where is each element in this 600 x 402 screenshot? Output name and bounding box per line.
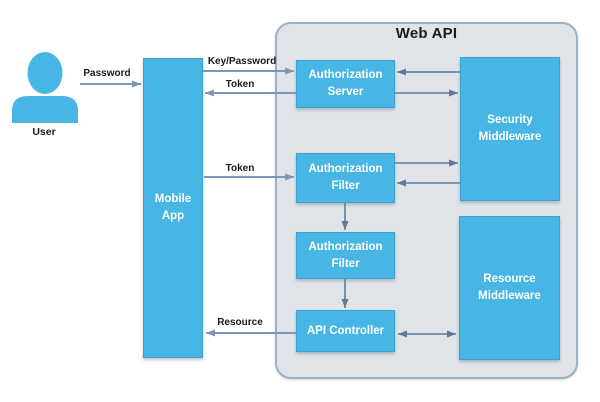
resource-middleware-node: Resource Middleware [459, 216, 560, 360]
person-icon [12, 52, 78, 123]
mobile-app-node: Mobile App [143, 58, 203, 358]
security-middleware-label: Security Middleware [478, 114, 542, 143]
authorization-server-label: Authorization Server [308, 69, 383, 98]
authorization-filter-top-label: Authorization Filter [308, 163, 383, 192]
api-controller-label: API Controller [306, 324, 385, 337]
mobile-app-label: Mobile App [154, 193, 192, 222]
authorization-server-node: Authorization Server [296, 60, 395, 108]
user-label: User [32, 126, 56, 138]
resource-middleware-label: Resource Middleware [478, 273, 541, 302]
key-password-label: Key/Password [207, 56, 277, 67]
resource-label: Resource [217, 317, 263, 328]
security-middleware-node: Security Middleware [460, 57, 560, 201]
authorization-filter-bottom-label: Authorization Filter [308, 240, 383, 270]
authorization-filter-top-node: Authorization Filter [296, 153, 395, 203]
password-label: Password [83, 68, 131, 79]
token-top-label: Token [225, 79, 255, 90]
web-api-title: Web API [395, 25, 458, 42]
authorization-filter-bottom-node: Authorization Filter [296, 232, 395, 279]
token-middle-label: Token [225, 163, 255, 174]
api-controller-node: API Controller [296, 310, 395, 352]
